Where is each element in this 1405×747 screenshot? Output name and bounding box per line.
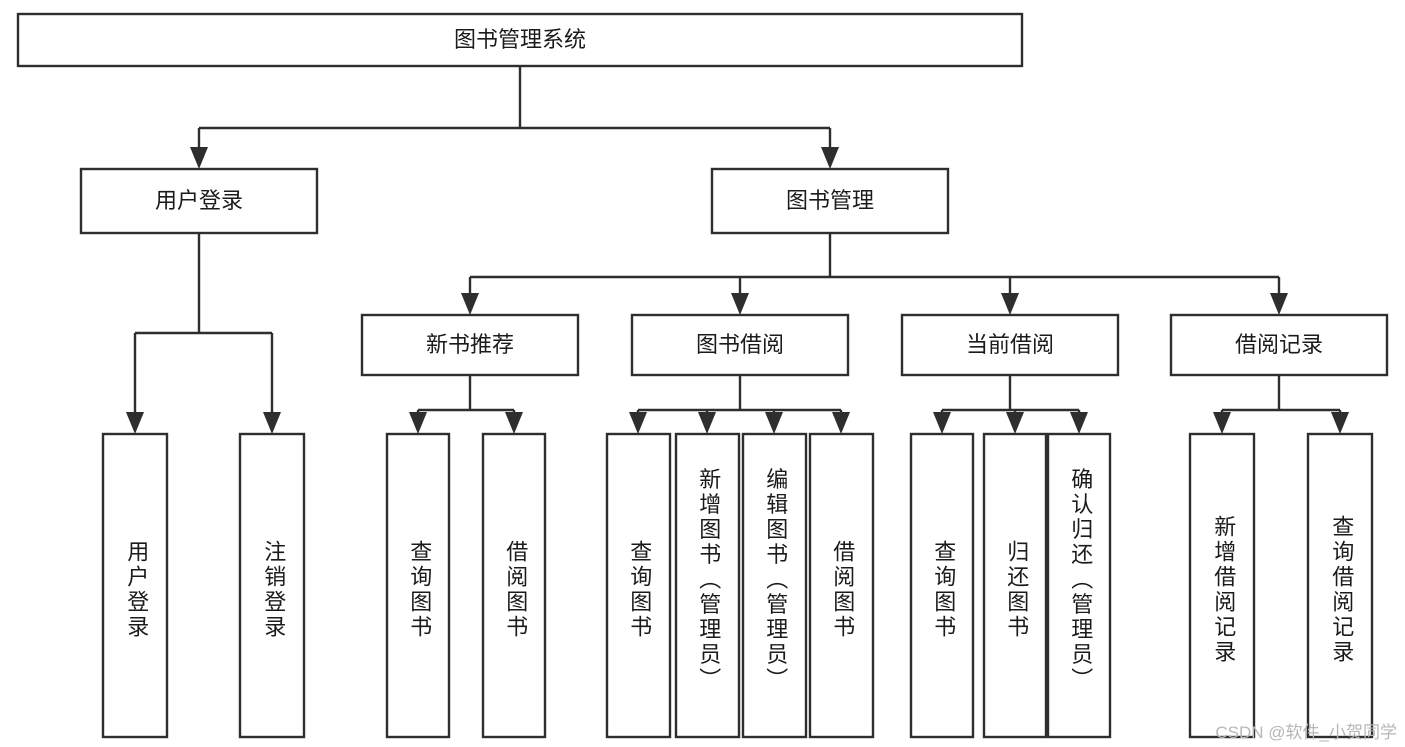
leaf-label-logout: 注销登录 — [261, 540, 286, 640]
leaf-node[interactable]: 查询图书 — [385, 432, 451, 739]
leaf-box-query-book-current[interactable] — [909, 432, 975, 739]
node-user-login-label: 用户登录 — [155, 188, 243, 213]
arrow-head-user-login — [190, 147, 208, 169]
node-borrow-record-box[interactable] — [1169, 313, 1389, 377]
arrow-head-newbook — [461, 293, 479, 315]
arrow-head-record-l1 — [1331, 412, 1349, 434]
leaf-box-confirm-return-admin[interactable] — [1046, 432, 1112, 739]
node-user-login[interactable]: 用户登录 — [79, 167, 319, 235]
arrow-head-record-l0 — [1213, 412, 1231, 434]
node-user-login-box[interactable] — [79, 167, 319, 235]
arrow-head-newbook-l1 — [505, 412, 523, 434]
arrow-head-borrow-l0 — [629, 412, 647, 434]
leaf-box-query-borrow-record[interactable] — [1306, 432, 1374, 739]
leaf-node[interactable]: 查询图书 — [909, 432, 975, 739]
leaf-box-add-book-admin[interactable] — [674, 432, 741, 739]
leaf-box-borrow-book-borrow[interactable] — [808, 432, 875, 739]
leaf-box-query-book-borrow[interactable] — [605, 432, 672, 739]
node-root[interactable]: 图书管理系统 — [16, 12, 1024, 68]
node-new-book-recommend[interactable]: 新书推荐 — [360, 313, 580, 377]
node-new-book-recommend-label: 新书推荐 — [426, 332, 514, 357]
leaf-box-user-login[interactable] — [101, 432, 169, 739]
leaf-node[interactable]: 借阅图书 — [481, 432, 547, 739]
node-book-management-box[interactable] — [710, 167, 950, 235]
leaf-box-borrow-book-newbook[interactable] — [481, 432, 547, 739]
leaf-node[interactable]: 用户登录 — [101, 432, 169, 739]
leaf-label-add-book-admin: 新增图书（管理员） — [696, 468, 721, 693]
node-borrow-record[interactable]: 借阅记录 — [1169, 313, 1389, 377]
leaf-box-query-book-newbook[interactable] — [385, 432, 451, 739]
leaf-node[interactable]: 新增借阅记录 — [1188, 432, 1256, 739]
arrow-head-borrow-l1 — [698, 412, 716, 434]
arrow-head-borrow — [731, 293, 749, 315]
arrow-head-borrow-l3 — [832, 412, 850, 434]
leaf-node[interactable]: 新增图书（管理员） — [674, 432, 741, 739]
leaf-label-add-borrow-record: 新增借阅记录 — [1211, 515, 1236, 665]
node-current-borrow-box[interactable] — [900, 313, 1120, 377]
node-root-box[interactable] — [16, 12, 1024, 68]
arrow-head-record — [1270, 293, 1288, 315]
node-book-borrow-box[interactable] — [630, 313, 850, 377]
node-book-borrow-label: 图书借阅 — [696, 332, 784, 357]
leaf-label-query-book-newbook: 查询图书 — [407, 540, 432, 640]
node-current-borrow-label: 当前借阅 — [966, 332, 1054, 357]
leaf-label-query-book-borrow: 查询图书 — [627, 540, 652, 640]
node-book-borrow[interactable]: 图书借阅 — [630, 313, 850, 377]
leaf-node[interactable]: 编辑图书（管理员） — [741, 432, 808, 739]
node-root-label: 图书管理系统 — [454, 27, 586, 52]
arrow-head-newbook-l0 — [409, 412, 427, 434]
node-borrow-record-label: 借阅记录 — [1235, 332, 1323, 357]
node-book-management[interactable]: 图书管理 — [710, 167, 950, 235]
node-new-book-recommend-box[interactable] — [360, 313, 580, 377]
leaf-label-edit-book-admin: 编辑图书（管理员） — [763, 468, 788, 693]
leaf-label-confirm-return-admin: 确认归还（管理员） — [1068, 468, 1093, 693]
arrow-head-current-l2 — [1070, 412, 1088, 434]
arrow-head-current — [1001, 293, 1019, 315]
arrow-head-current-l1 — [1006, 412, 1024, 434]
leaf-box-edit-book-admin[interactable] — [741, 432, 808, 739]
leaf-label-return-book: 归还图书 — [1004, 540, 1029, 640]
leaf-node[interactable]: 查询图书 — [605, 432, 672, 739]
leaf-box-return-book[interactable] — [982, 432, 1048, 739]
arrow-head-current-l0 — [933, 412, 951, 434]
connector-layer — [126, 66, 1349, 434]
node-current-borrow[interactable]: 当前借阅 — [900, 313, 1120, 377]
arrow-head-leaf-logout — [263, 412, 281, 434]
leaf-node[interactable]: 查询借阅记录 — [1306, 432, 1374, 739]
leaf-node[interactable]: 注销登录 — [238, 432, 306, 739]
leaf-label-borrow-book-newbook: 借阅图书 — [503, 540, 528, 640]
watermark-text: CSDN @软件_小贺同学 — [1215, 723, 1397, 742]
arrow-head-borrow-l2 — [765, 412, 783, 434]
node-book-management-label: 图书管理 — [786, 188, 874, 213]
arrow-head-book-manage — [821, 147, 839, 169]
leaf-node[interactable]: 借阅图书 — [808, 432, 875, 739]
leaf-label-borrow-book-borrow: 借阅图书 — [830, 540, 855, 640]
leaf-node[interactable]: 确认归还（管理员） — [1046, 432, 1112, 739]
leaf-label-user-login: 用户登录 — [124, 540, 149, 640]
arrow-head-leaf-user-login — [126, 412, 144, 434]
leaf-label-query-book-current: 查询图书 — [931, 540, 956, 640]
leaf-label-query-borrow-record: 查询借阅记录 — [1329, 515, 1354, 665]
leaf-box-add-borrow-record[interactable] — [1188, 432, 1256, 739]
leaf-box-logout[interactable] — [238, 432, 306, 739]
leaf-node[interactable]: 归还图书 — [982, 432, 1048, 739]
